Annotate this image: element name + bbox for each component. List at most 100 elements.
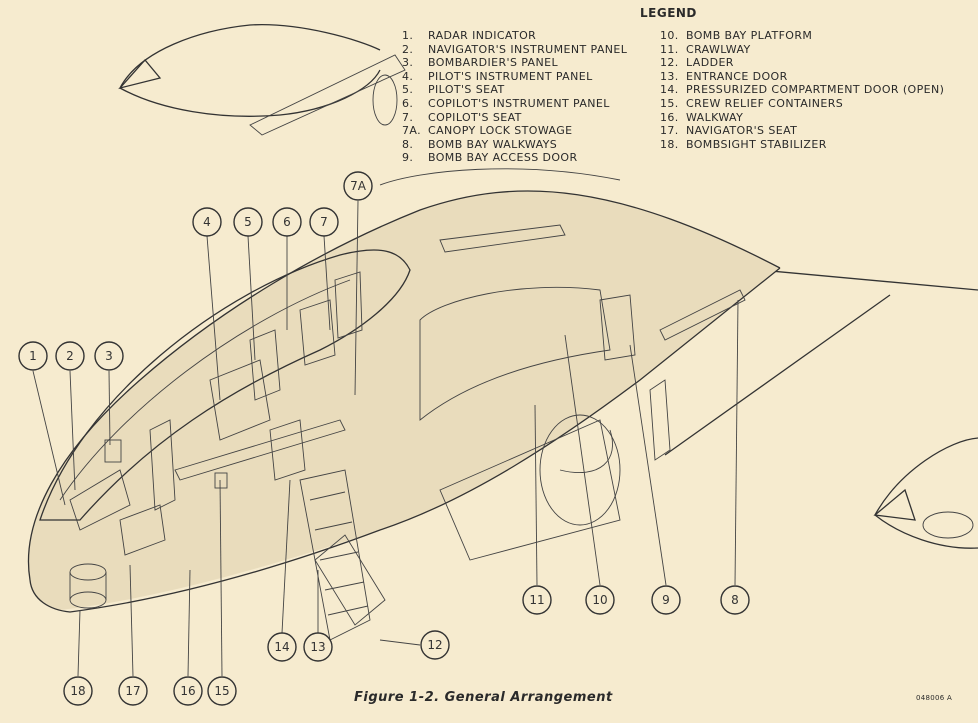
legend-title: LEGEND — [640, 6, 697, 20]
legend-item-label: PRESSURIZED COMPARTMENT DOOR (OPEN) — [686, 83, 945, 97]
legend-item-number: 6. — [402, 96, 414, 110]
callout-18: 18 — [63, 676, 93, 706]
svg-text:3: 3 — [105, 349, 113, 363]
callout-4: 4 — [192, 207, 222, 237]
callout-17: 17 — [118, 676, 148, 706]
svg-text:9: 9 — [662, 593, 670, 607]
legend-item: 10. BOMB BAY PLATFORM — [660, 29, 944, 43]
legend-item-number: 16. — [660, 110, 679, 124]
legend-item-number: 5. — [402, 83, 414, 97]
legend-item-label: BOMBARDIER'S PANEL — [428, 56, 558, 70]
wing-leading-edge — [759, 269, 978, 291]
legend-item-label: COPILOT'S INSTRUMENT PANEL — [428, 96, 610, 110]
svg-text:13: 13 — [310, 640, 325, 654]
legend-item-number: 7A. — [402, 124, 422, 138]
legend-item-number: 8. — [402, 137, 414, 151]
callout-1: 1 — [18, 341, 48, 371]
callout-10: 10 — [585, 585, 615, 615]
legend-item: 16. WALKWAY — [660, 111, 944, 125]
legend-item-label: PILOT'S INSTRUMENT PANEL — [428, 69, 593, 83]
legend-item-label: NAVIGATOR'S INSTRUMENT PANEL — [428, 42, 628, 56]
legend-item: 13. ENTRANCE DOOR — [660, 70, 944, 84]
legend-item: 8.BOMB BAY WALKWAYS — [402, 138, 627, 152]
svg-text:17: 17 — [125, 684, 140, 698]
callout-9: 9 — [651, 585, 681, 615]
legend-item-label: NAVIGATOR'S SEAT — [686, 124, 798, 138]
legend-item-label: CANOPY LOCK STOWAGE — [428, 124, 573, 138]
svg-text:7A: 7A — [350, 179, 367, 193]
legend-item-number: 11. — [660, 42, 679, 56]
legend-item: 6. COPILOT'S INSTRUMENT PANEL — [402, 97, 627, 111]
upper-engine-nacelle — [118, 24, 406, 136]
legend-item: 5. PILOT'S SEAT — [402, 83, 627, 97]
entrance-ladder — [299, 469, 386, 641]
legend-item-number: 17. — [660, 124, 679, 138]
legend-item-label: LADDER — [686, 56, 734, 70]
callout-5: 5 — [233, 207, 263, 237]
svg-text:14: 14 — [274, 640, 289, 654]
legend-item: 2. NAVIGATOR'S INSTRUMENT PANEL — [402, 43, 627, 57]
callout-15: 15 — [207, 676, 237, 706]
legend-item-number: 10. — [660, 29, 679, 42]
svg-text:11: 11 — [529, 593, 544, 607]
callout-2: 2 — [55, 341, 85, 371]
legend-item-number: 18. — [660, 137, 679, 151]
svg-text:10: 10 — [592, 593, 607, 607]
legend-item-label: BOMB BAY ACCESS DOOR — [428, 151, 578, 165]
legend-item: 11. CRAWLWAY — [660, 43, 944, 57]
figure-caption: Figure 1-2. General Arrangement — [354, 690, 613, 705]
callout-13: 13 — [303, 632, 333, 662]
svg-text:1: 1 — [29, 349, 37, 363]
legend-right-column: 10. BOMB BAY PLATFORM 11. CRAWLWAY 12. LADDER… — [660, 29, 944, 151]
callout-7: 7 — [309, 207, 339, 237]
svg-text:18: 18 — [70, 684, 85, 698]
callout-7a: 7A — [343, 171, 373, 201]
legend-item-label: WALKWAY — [686, 110, 744, 124]
legend-item-number: 12. — [660, 56, 679, 70]
svg-text:7: 7 — [320, 215, 328, 229]
callout-16: 16 — [173, 676, 203, 706]
bomb-bay — [419, 286, 746, 561]
legend-item-number: 14. — [660, 83, 679, 97]
legend-item-label: BOMBSIGHT STABILIZER — [686, 137, 827, 151]
svg-text:5: 5 — [244, 215, 252, 229]
callout-12: 12 — [420, 630, 450, 660]
svg-text:2: 2 — [66, 349, 74, 363]
cockpit-interior — [69, 271, 363, 609]
canopy — [39, 249, 411, 521]
fuselage — [27, 168, 781, 613]
legend-item-label: COPILOT'S SEAT — [428, 110, 522, 124]
legend-item-label: RADAR INDICATOR — [428, 29, 537, 42]
legend-item: 17. NAVIGATOR'S SEAT — [660, 124, 944, 138]
legend-item: 4.PILOT'S INSTRUMENT PANEL — [402, 70, 627, 84]
svg-text:8: 8 — [731, 593, 739, 607]
document-number: 048006 A — [916, 694, 953, 702]
legend-item-label: ENTRANCE DOOR — [686, 69, 788, 83]
callout-leaders — [32, 200, 739, 677]
legend-item: 3.BOMBARDIER'S PANEL — [402, 56, 627, 70]
legend-item-label: CREW RELIEF CONTAINERS — [686, 96, 844, 110]
svg-text:6: 6 — [283, 215, 291, 229]
legend-item: 14. PRESSURIZED COMPARTMENT DOOR (OPEN) — [660, 83, 944, 97]
callout-14: 14 — [267, 632, 297, 662]
callout-6: 6 — [272, 207, 302, 237]
legend-item-number: 1. — [402, 29, 414, 42]
legend-item-number: 7. — [402, 110, 414, 124]
callout-11: 11 — [522, 585, 552, 615]
legend-item: 15. CREW RELIEF CONTAINERS — [660, 97, 944, 111]
legend-item: 9.BOMB BAY ACCESS DOOR — [402, 151, 627, 165]
svg-text:15: 15 — [214, 684, 229, 698]
legend-item-number: 2. — [402, 42, 414, 56]
legend-item: 1. RADAR INDICATOR — [402, 29, 627, 43]
legend-item-label: CRAWLWAY — [686, 42, 751, 56]
callout-3: 3 — [94, 341, 124, 371]
legend-item-label: BOMB BAY PLATFORM — [686, 29, 813, 42]
legend-item-number: 15. — [660, 96, 679, 110]
svg-text:4: 4 — [203, 215, 211, 229]
callout-8: 8 — [720, 585, 750, 615]
legend-item-label: PILOT'S SEAT — [428, 83, 505, 97]
legend-item-number: 13. — [660, 69, 679, 83]
legend-item: 18. BOMBSIGHT STABILIZER — [660, 138, 944, 152]
lower-engine-nacelle — [873, 437, 978, 549]
